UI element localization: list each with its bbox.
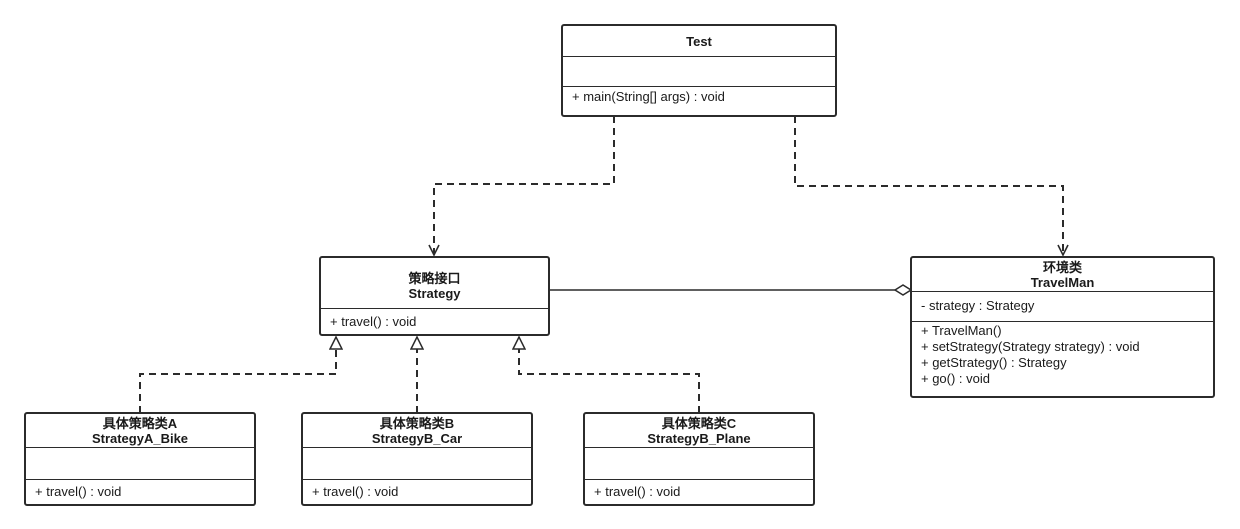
class-stereotype: 环境类: [1042, 259, 1082, 275]
class-strategy-c-operations: + travel() : void: [585, 480, 813, 502]
operation: + getStrategy() : Strategy: [921, 355, 1067, 370]
realization-c: [519, 337, 700, 413]
class-name: TravelMan: [1030, 274, 1095, 290]
class-test-attributes: [563, 57, 835, 87]
operation: + travel() : void: [312, 484, 399, 499]
class-stereotype: 具体策略类A: [102, 415, 178, 431]
class-strategy-b-header: 具体策略类B StrategyB_Car: [303, 414, 531, 448]
class-strategy-a-header: 具体策略类A StrategyA_Bike: [26, 414, 254, 448]
attribute: - strategy : Strategy: [921, 298, 1035, 313]
class-test-operations: + main(String[] args) : void: [563, 87, 835, 107]
class-name: StrategyB_Plane: [647, 430, 751, 446]
realization-a: [139, 337, 336, 413]
class-strategy-b-operations: + travel() : void: [303, 480, 531, 502]
operation: + travel() : void: [594, 484, 681, 499]
dependency-test-to-travelman: [794, 116, 1063, 255]
class-name: Strategy: [408, 286, 461, 301]
class-strategy-c[interactable]: 具体策略类C StrategyB_Plane + travel() : void: [583, 412, 815, 506]
class-strategy-a-attributes: [26, 448, 254, 480]
class-strategy-c-attributes: [585, 448, 813, 480]
class-name: Test: [686, 33, 712, 49]
class-travelman-header: 环境类 TravelMan: [912, 258, 1213, 292]
class-stereotype: 具体策略类B: [379, 415, 455, 431]
class-strategy-c-header: 具体策略类C StrategyB_Plane: [585, 414, 813, 448]
operation: + TravelMan(): [921, 323, 1002, 338]
class-strategy-header: 策略接口 Strategy: [321, 258, 548, 309]
class-test[interactable]: Test + main(String[] args) : void: [561, 24, 837, 117]
class-strategy[interactable]: 策略接口 Strategy + travel() : void: [319, 256, 550, 336]
operation: + travel() : void: [35, 484, 122, 499]
class-stereotype: 具体策略类C: [661, 415, 737, 431]
class-travelman-operations: + TravelMan() + setStrategy(Strategy str…: [912, 322, 1213, 389]
class-name: StrategyA_Bike: [91, 430, 189, 446]
operation: + travel() : void: [330, 314, 417, 329]
class-strategy-a[interactable]: 具体策略类A StrategyA_Bike + travel() : void: [24, 412, 256, 506]
class-stereotype: 策略接口: [408, 271, 461, 286]
aggregation-diamond: [893, 284, 913, 296]
operation: + setStrategy(Strategy strategy) : void: [921, 339, 1140, 354]
class-strategy-b-attributes: [303, 448, 531, 480]
class-test-header: Test: [563, 26, 835, 57]
operation: + main(String[] args) : void: [572, 89, 725, 104]
class-strategy-a-operations: + travel() : void: [26, 480, 254, 502]
dependency-test-to-strategy: [434, 116, 615, 255]
class-travelman-attributes: - strategy : Strategy: [912, 292, 1213, 322]
class-strategy-b[interactable]: 具体策略类B StrategyB_Car + travel() : void: [301, 412, 533, 506]
class-travelman[interactable]: 环境类 TravelMan - strategy : Strategy + Tr…: [910, 256, 1215, 398]
class-name: StrategyB_Car: [371, 430, 463, 446]
operation: + go() : void: [921, 371, 991, 386]
class-strategy-operations: + travel() : void: [321, 309, 548, 332]
